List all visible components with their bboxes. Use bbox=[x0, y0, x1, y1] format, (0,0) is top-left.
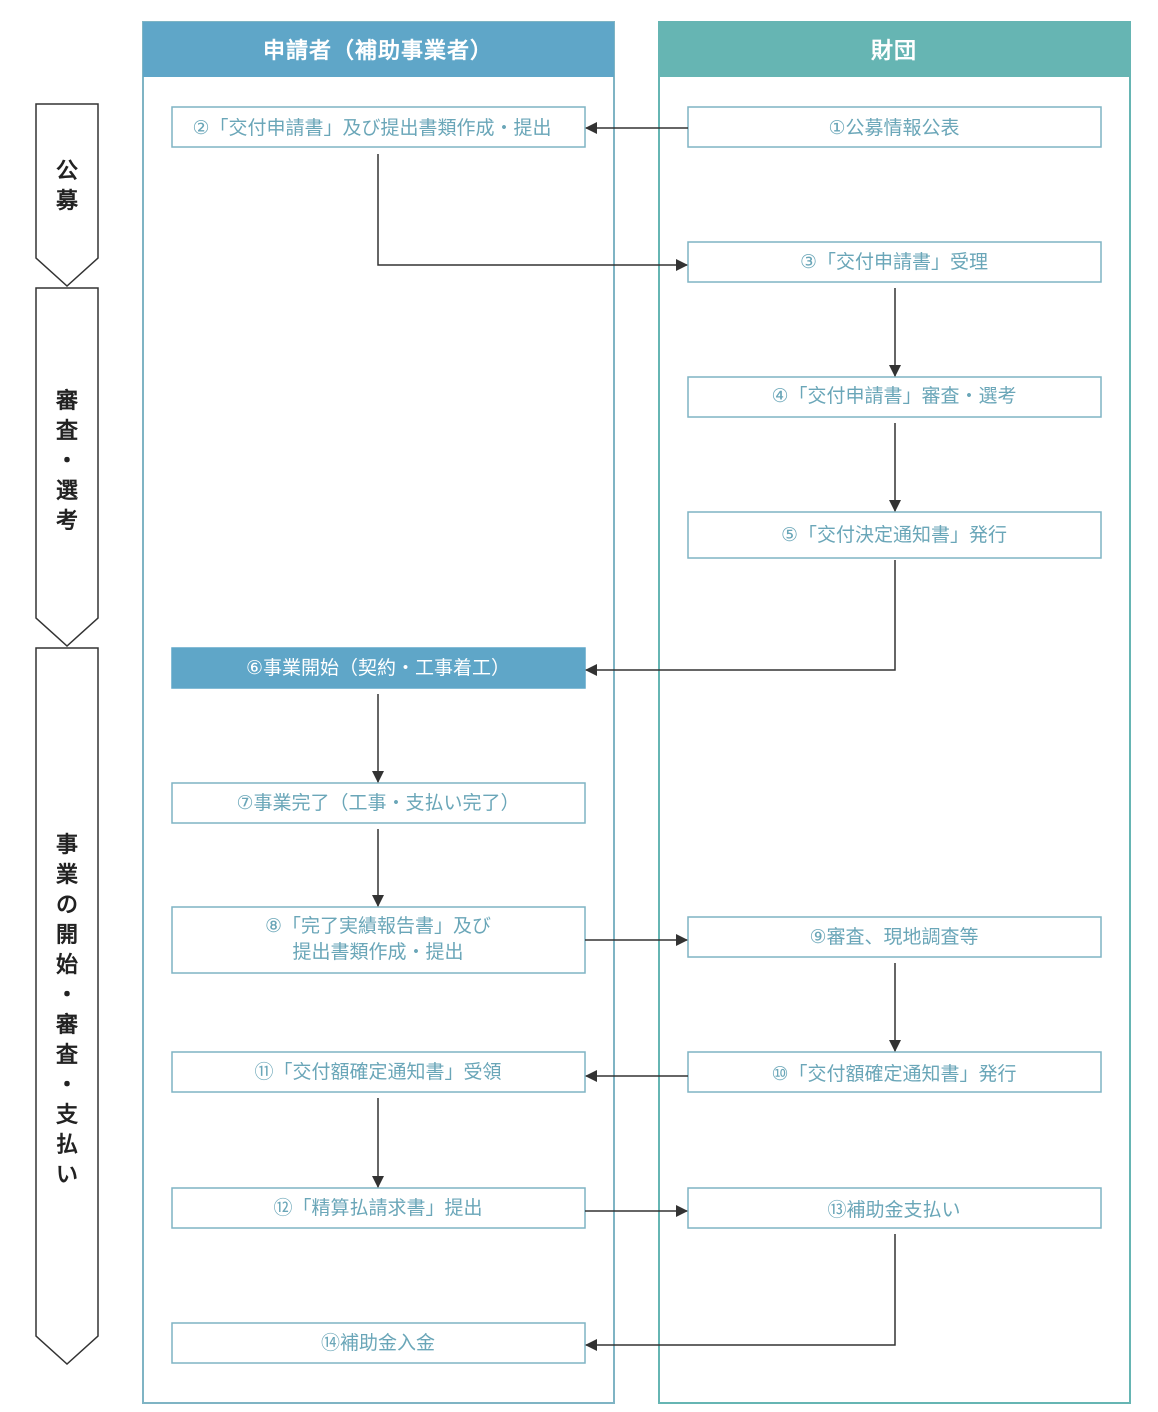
step-5-label: ⑤「交付決定通知書」発行 bbox=[781, 524, 1007, 546]
phase-label-execution: 事業の開始・審査・支払い bbox=[55, 832, 79, 1188]
applicant-lane-header bbox=[143, 22, 614, 77]
step-5-box bbox=[687, 511, 1102, 559]
foundation-lane-title: 財団 bbox=[871, 39, 917, 64]
phase-label-recruitment: 公募 bbox=[55, 159, 79, 214]
arrow-2-to-3 bbox=[377, 154, 688, 271]
step-4-label: ④「交付申請書」審査・選考 bbox=[771, 385, 1016, 407]
step-2-label: ②「交付申請書」及び提出書類作成・提出 bbox=[192, 117, 551, 139]
step-13-box bbox=[687, 1187, 1102, 1229]
step-14-label: ⑭補助金入金 bbox=[321, 1332, 435, 1354]
foundation-lane-header bbox=[659, 22, 1130, 77]
phase-chevron-execution bbox=[35, 647, 99, 1366]
step-10-box bbox=[687, 1051, 1102, 1093]
phase-chevron-recruitment bbox=[35, 103, 99, 288]
step-4-box bbox=[687, 376, 1102, 418]
step-10-label: ⑩「交付額確定通知書」発行 bbox=[771, 1063, 1016, 1085]
step-8-label-line2: 提出書類作成・提出 bbox=[292, 941, 463, 963]
step-11-box bbox=[171, 1051, 586, 1093]
step-1-label: ①公募情報公表 bbox=[828, 117, 959, 139]
arrow-13-to-14 bbox=[585, 1234, 896, 1351]
step-9-box bbox=[687, 916, 1102, 958]
step-3-box bbox=[687, 241, 1102, 283]
step-11-label: ⑪「交付額確定通知書」受領 bbox=[254, 1061, 501, 1083]
step-8-label-line1: ⑧「完了実績報告書」及び bbox=[265, 915, 491, 937]
applicant-lane-title: 申請者（補助事業者） bbox=[263, 38, 493, 64]
step-14-box bbox=[171, 1322, 586, 1364]
step-13-label: ⑬補助金支払い bbox=[827, 1199, 960, 1221]
arrow-5-to-6 bbox=[585, 560, 896, 676]
step-7-label: ⑦事業完了（工事・支払い完了） bbox=[236, 792, 519, 814]
step-9-label: ⑨審査、現地調査等 bbox=[809, 926, 978, 948]
step-3-label: ③「交付申請書」受理 bbox=[800, 251, 988, 273]
step-12-box bbox=[171, 1187, 586, 1229]
step-7-box bbox=[171, 782, 586, 824]
step-12-label: ⑫「精算払請求書」提出 bbox=[273, 1197, 482, 1219]
step-1-box bbox=[687, 106, 1102, 148]
step-2-box bbox=[171, 106, 586, 148]
phase-chevron-review bbox=[35, 287, 99, 648]
step-8-box bbox=[171, 906, 586, 974]
step-6-label: ⑥事業開始（契約・工事着工） bbox=[246, 657, 510, 679]
phase-label-review: 審査・選考 bbox=[55, 388, 79, 534]
